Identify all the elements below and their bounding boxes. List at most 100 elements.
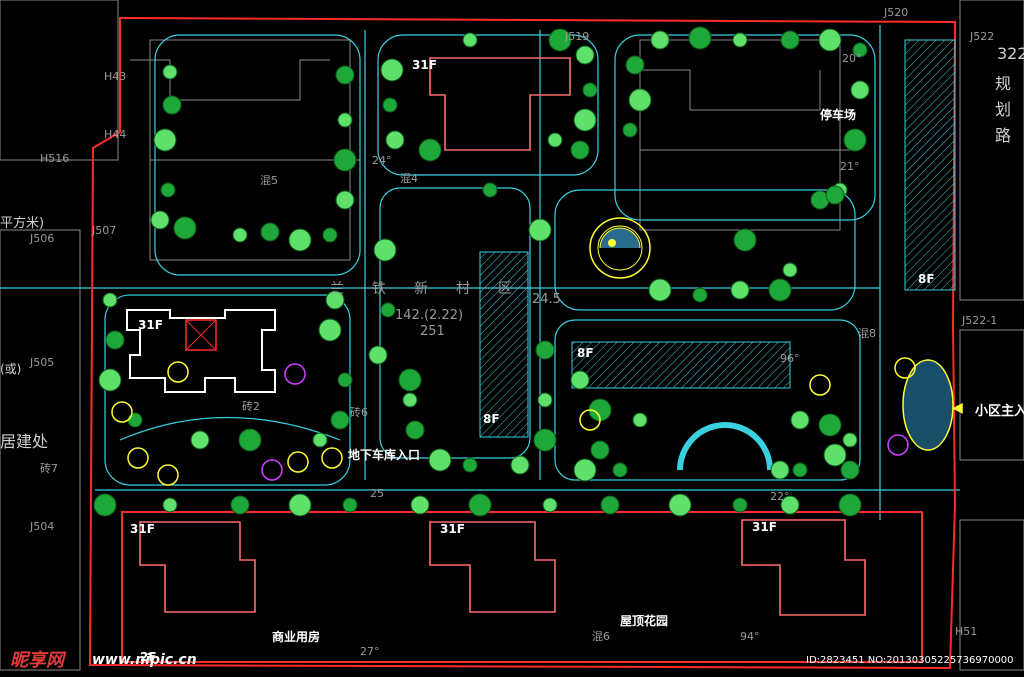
tree-icon: [573, 108, 597, 132]
tree-icon: [190, 430, 210, 450]
tree-icon: [162, 95, 182, 115]
code-label: 砖6: [350, 406, 368, 419]
tree-icon: [780, 30, 800, 50]
tree-icon: [230, 495, 250, 515]
tree-icon: [337, 112, 353, 128]
tree-icon: [818, 413, 842, 437]
tree-icon: [333, 148, 357, 172]
trees: [93, 26, 870, 517]
umbrella-icon: [809, 374, 831, 396]
label-road-b: 划: [995, 100, 1012, 119]
tree-icon: [533, 428, 557, 452]
tree-icon: [382, 97, 398, 113]
label-road-a: 规: [995, 74, 1012, 93]
label-31f-4: 31F: [440, 522, 465, 536]
tree-icon: [790, 410, 810, 430]
label-area-unit: 平方米): [0, 216, 45, 231]
tree-icon: [842, 432, 858, 448]
tree-icon: [402, 392, 418, 408]
tree-icon: [528, 218, 552, 242]
tree-icon: [428, 448, 452, 472]
tree-icon: [852, 42, 868, 58]
tree-icon: [318, 318, 342, 342]
watermark-site: www.nipic.cn: [92, 652, 197, 668]
label-main-entry: 小区主入: [975, 404, 1024, 419]
code-label: 混5: [260, 174, 278, 187]
tree-icon: [535, 340, 555, 360]
tree-icon: [650, 30, 670, 50]
tree-icon: [582, 82, 598, 98]
code-label: J506: [30, 232, 55, 245]
tree-icon: [537, 392, 553, 408]
tree-icon: [322, 227, 338, 243]
building-8f-east: [571, 341, 791, 389]
tree-icon: [335, 65, 355, 85]
label-roof-garden: 屋顶花园: [620, 614, 669, 628]
code-label: H43: [104, 70, 127, 83]
code-label: 22°: [770, 490, 790, 503]
tree-icon: [462, 457, 478, 473]
tree-icon: [632, 412, 648, 428]
label-dims3: 24.5: [532, 292, 561, 307]
code-label: 21°: [840, 160, 860, 173]
code-label: J522-1: [962, 314, 998, 327]
code-label: 27°: [360, 645, 380, 658]
tree-icon: [398, 368, 422, 392]
umbrella-icon: [579, 409, 601, 431]
taiji-plaza: [589, 217, 651, 279]
tree-icon: [410, 495, 430, 515]
label-gl: (或): [0, 362, 22, 376]
tree-icon: [468, 493, 492, 517]
label-31f-5: 31F: [752, 520, 777, 534]
label-parking: 停车场: [820, 108, 857, 122]
umbrella-icon: [127, 447, 149, 469]
tree-icon: [732, 32, 748, 48]
tree-icon: [628, 88, 652, 112]
tree-icon: [850, 80, 870, 100]
tree-icon: [325, 290, 345, 310]
roads: [0, 25, 960, 520]
tree-icon: [547, 132, 563, 148]
tree-icon: [548, 28, 572, 52]
tree-icon: [288, 493, 312, 517]
label-street: 兰铁新村区: [330, 281, 540, 297]
tree-icon: [93, 493, 117, 517]
label-dims2: 251: [420, 324, 445, 339]
code-label: 20°: [842, 52, 862, 65]
label-31f-3: 31F: [130, 522, 155, 536]
code-label: 24°: [372, 154, 392, 167]
tree-icon: [162, 64, 178, 80]
tree-icon: [730, 280, 750, 300]
tree-icon: [612, 462, 628, 478]
watermark-id: ID:2823451 NO:20130305225736970000: [806, 655, 1014, 666]
building-8f-side: [904, 39, 956, 291]
watermark-logo: 昵享网: [10, 650, 64, 671]
tree-icon: [232, 227, 248, 243]
tree-icon: [482, 182, 498, 198]
code-label: J504: [30, 520, 55, 533]
arc-path: [119, 416, 341, 441]
label-8f-2: 8F: [483, 412, 500, 426]
tree-icon: [688, 26, 712, 50]
tree-icon: [780, 495, 800, 515]
tree-icon: [590, 440, 610, 460]
tree-icon: [462, 32, 478, 48]
code-label: 混4: [400, 172, 418, 185]
code-label: 94°: [740, 630, 760, 643]
umbrella-icon: [887, 434, 909, 456]
tree-icon: [312, 432, 328, 448]
code-label: 砖2: [242, 400, 260, 413]
label-office: 居建处: [0, 432, 49, 451]
tree-icon: [792, 462, 808, 478]
code-label: 混6: [592, 630, 610, 643]
tree-icon: [288, 228, 312, 252]
tree-icon: [570, 140, 590, 160]
tree-icon: [838, 493, 862, 517]
tree-icon: [102, 292, 118, 308]
tower-white: [126, 309, 276, 393]
tree-icon: [782, 262, 798, 278]
tree-icon: [840, 460, 860, 480]
tree-icon: [337, 372, 353, 388]
tree-icon: [385, 130, 405, 150]
